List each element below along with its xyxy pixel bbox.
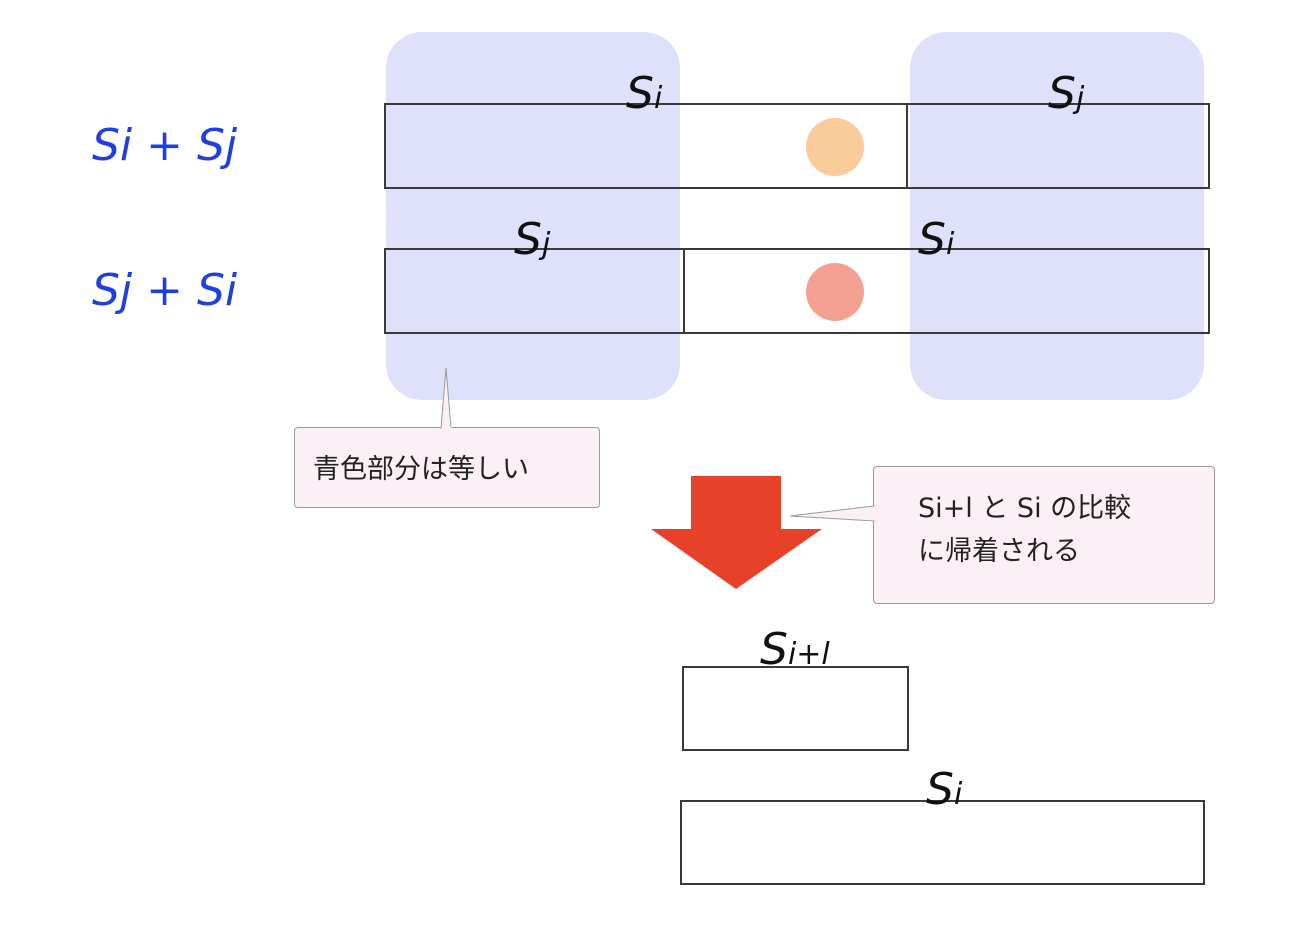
row2-string-box [384,248,1210,334]
row2-dot [806,263,864,321]
row-label-sj-si: Sj + Si [92,265,238,316]
row2-label-si: Si [918,214,955,265]
blue-region-left [386,32,680,400]
result-label-si-plus-l: Si+l [760,624,830,675]
row2-label-sj: Sj [514,214,551,265]
row2-divider [683,248,685,334]
callout-reduce-line1: Si+l と Si の比較 [918,493,1132,524]
down-arrow [651,476,822,589]
blue-region-right [910,32,1204,400]
callout-reduce-line2: に帰着される [918,536,1080,568]
row1-label-si: Si [626,68,663,119]
callout-reduce: Si+l と Si の比較 に帰着される [873,466,1215,604]
result-label-si: Si [926,764,963,815]
row-label-si-sj: Si + Sj [92,120,238,171]
row1-divider [906,103,908,189]
result-box-si-plus-l [682,666,909,751]
row1-label-sj: Sj [1048,68,1085,119]
callout-reduce-pointer [789,505,875,522]
row1-dot [806,118,864,176]
result-box-si [680,800,1205,885]
row1-string-box [384,103,1210,189]
callout-blue-equal-text: 青色部分は等しい [313,454,529,485]
callout-blue-equal: 青色部分は等しい [294,427,600,508]
